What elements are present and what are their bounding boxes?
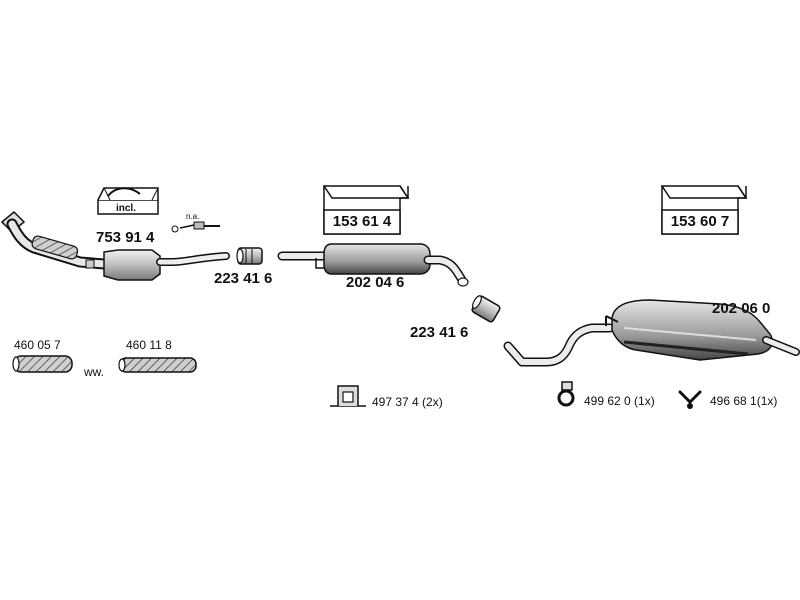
rear-muffler bbox=[503, 299, 800, 367]
alternative-note: ww. bbox=[84, 365, 105, 379]
front-pipe-catalytic-converter bbox=[0, 210, 230, 281]
clamp-1-label: 223 41 6 bbox=[214, 270, 273, 287]
not-applicable-note: n.a. bbox=[186, 212, 200, 221]
mount-bracket-label: 497 37 4 (2x) bbox=[372, 395, 443, 409]
hanger-icon bbox=[678, 390, 702, 409]
bracket-icon bbox=[330, 385, 366, 407]
oxygen-sensor-icon bbox=[171, 221, 220, 233]
clamp-icon bbox=[471, 295, 501, 323]
hanger-strap-label: 496 68 1(1x) bbox=[710, 394, 778, 408]
flex-pipe-1-label: 460 05 7 bbox=[14, 338, 61, 352]
catalytic-converter-label: 753 91 4 bbox=[96, 229, 155, 246]
clamp-icon bbox=[236, 247, 263, 265]
flex-pipe-icon bbox=[12, 355, 73, 373]
included-kit-label: incl. bbox=[115, 203, 136, 214]
front-muffler-pipe bbox=[277, 243, 469, 287]
box-icon bbox=[660, 185, 748, 235]
front-muffler-label: 202 04 6 bbox=[346, 274, 405, 291]
rear-muffler-label: 202 06 0 bbox=[712, 300, 771, 317]
flex-pipe-2-label: 460 11 8 bbox=[126, 338, 172, 352]
hanger-icon bbox=[557, 381, 575, 407]
box-icon bbox=[97, 187, 159, 215]
clamp-2-label: 223 41 6 bbox=[410, 324, 469, 341]
rear-muffler-kit-label: 153 60 7 bbox=[670, 213, 730, 230]
box-icon bbox=[322, 185, 410, 235]
rubber-hanger-label: 499 62 0 (1x) bbox=[584, 394, 655, 408]
front-muffler-kit-label: 153 61 4 bbox=[332, 213, 392, 230]
flex-pipe-icon bbox=[118, 357, 197, 373]
